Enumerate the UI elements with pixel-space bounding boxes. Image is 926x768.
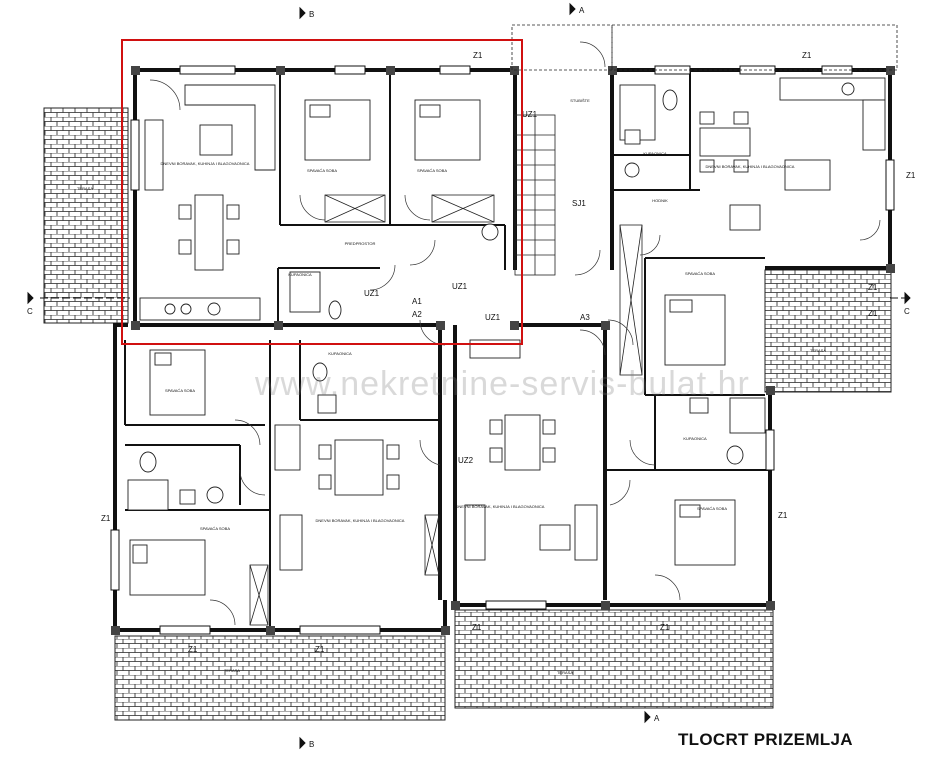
bathroom-fixtures [127, 84, 766, 511]
room-label: SPAVAĆA SOBA [697, 506, 727, 511]
section-label: A [579, 6, 585, 15]
terrace-south-left [114, 635, 446, 721]
room-label: SPAVAĆA SOBA [417, 168, 447, 173]
dining-sets [178, 111, 831, 551]
room-label: KUPAONICA [643, 151, 667, 156]
room-label: HODNIK [652, 198, 668, 203]
room-label: DNEVNI BORAVAK, KUHINJA I BLAGOVAONICA [316, 518, 405, 523]
wall-tag: Z1 [868, 309, 878, 318]
room-label: TERASA [224, 668, 240, 673]
wall-tag: Z1 [778, 511, 788, 520]
section-markers [27, 2, 911, 750]
room-label: TERASA [77, 186, 93, 191]
section-label: A [654, 714, 660, 723]
room-label: SPAVAĆA SOBA [165, 388, 195, 393]
wall-tag: UZ1 [522, 110, 538, 119]
terrace-west [43, 107, 129, 324]
elevation-marks: A1 A2 A3 [412, 297, 590, 322]
wall-tag: Z1 [660, 623, 670, 632]
interior-walls [124, 70, 770, 630]
room-label: KUPAONICA [683, 436, 707, 441]
wall-tag: UZ2 [458, 456, 474, 465]
wall-tag: UZ1 [364, 289, 380, 298]
room-label: KUPAONICA [288, 272, 312, 277]
wall-tag: SJ1 [572, 199, 586, 208]
room-label: SPAVAĆA SOBA [307, 168, 337, 173]
wall-tag: Z1 [802, 51, 812, 60]
wardrobes [249, 194, 643, 626]
terrace-east [764, 269, 892, 393]
room-label: KUPAONICA [328, 351, 352, 356]
room-label: STUBIŠTE [570, 98, 590, 103]
section-label: C [27, 307, 33, 316]
windows [110, 65, 895, 635]
room-label: TERASA [810, 348, 826, 353]
room-label: DNEVNI BORAVAK, KUHINJA I BLAGOVAONICA [706, 164, 795, 169]
wall-tag: Z1 [188, 645, 198, 654]
sofas [144, 84, 598, 571]
wall-tag: UZ1 [485, 313, 501, 322]
room-labels: DNEVNI BORAVAK, KUHINJA I BLAGOVAONICA S… [77, 98, 826, 675]
elevation-mark: A1 [412, 297, 422, 306]
room-label: DNEVNI BORAVAK, KUHINJA I BLAGOVAONICA [161, 161, 250, 166]
wall-tag: Z1 [906, 171, 916, 180]
structural-columns [111, 66, 895, 635]
wall-tag: Z1 [473, 51, 483, 60]
terrace-south-right [454, 609, 774, 709]
wall-tag: Z1 [472, 623, 482, 632]
wall-tags: Z1 Z1 Z1 Z1 Z1 Z1 Z1 Z1 Z1 Z1 Z1 UZ1 UZ1… [101, 51, 916, 654]
elevation-mark: A2 [412, 310, 422, 319]
watermark: www.nekretnine-servis-bulat.hr [255, 365, 750, 403]
room-label: SPAVAĆA SOBA [685, 271, 715, 276]
drawing-title: TLOCRT PRIZEMLJA [678, 730, 853, 749]
room-label: TERASA [557, 670, 573, 675]
door-swings [149, 41, 881, 626]
wall-tag: Z1 [315, 645, 325, 654]
beds [129, 99, 736, 596]
section-label: B [309, 10, 314, 19]
elevation-mark: A3 [580, 313, 590, 322]
wall-tag: UZ1 [452, 282, 468, 291]
room-label: DNEVNI BORAVAK, KUHINJA I BLAGOVAONICA [456, 504, 545, 509]
wall-tag: Z1 [868, 283, 878, 292]
room-label: SPAVAĆA SOBA [200, 526, 230, 531]
highlight-frame [121, 39, 523, 345]
room-label: PREDPROSTOR [345, 241, 376, 246]
section-label: C [904, 307, 910, 316]
section-label: B [309, 740, 314, 749]
wall-tag: Z1 [101, 514, 111, 523]
